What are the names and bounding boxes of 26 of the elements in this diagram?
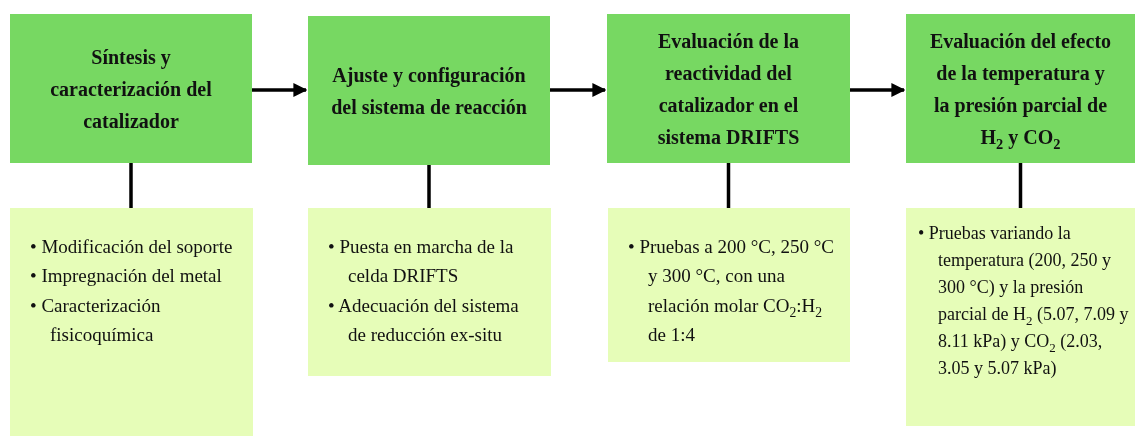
process-box xyxy=(308,16,550,165)
bullet-list-box xyxy=(10,208,253,436)
bullet-list-box xyxy=(906,208,1135,426)
bullet-item: • Caracterización fisicoquímica xyxy=(30,293,162,348)
bullet-list-box xyxy=(308,208,551,376)
arrow xyxy=(550,83,607,97)
bullet-item: • Pruebas a 200 °C, 250 °C y 300 °C, con una relación molar CO$_{2}$:H$_{2}$ de 1:4 xyxy=(628,235,836,348)
arrow xyxy=(252,83,308,97)
box-title: Evaluación del efecto de la temperatura y la presión parcial de H$_{2}$ y CO$_{2}$ xyxy=(928,28,1113,153)
connector-line xyxy=(1018,163,1023,208)
bullet-item: • Modificación del soporte xyxy=(30,235,234,259)
bullet-item: • Adecuación del sistema de reducción ex-situ xyxy=(328,293,520,348)
connector-line xyxy=(726,163,731,208)
bullet-list-box xyxy=(608,208,850,362)
bullet-item: • Impregnación del metal xyxy=(30,264,223,289)
bullet-item: • Pruebas variando la temperatura (200, 250 y 300 °C) y la presión parcial de H$_{2}$ (5.07, 7.09 y 8.11 kPa) y CO$_{2}$ (2.03, 3.05 y 5.07 kPa) xyxy=(918,222,1129,380)
box-title: Síntesis y caracterización del catalizador xyxy=(49,44,213,134)
process-box xyxy=(906,14,1135,163)
connector-line xyxy=(129,163,133,208)
bullet-item: • Puesta en marcha de la celda DRIFTS xyxy=(328,235,515,289)
connector-line xyxy=(427,165,431,208)
box-title: Ajuste y configuración del sistema de reacción xyxy=(330,62,528,120)
box-title: Evaluación de la reactividad del catalizador en el sistema DRIFTS xyxy=(656,28,801,150)
process-box xyxy=(607,14,850,163)
process-box xyxy=(10,14,252,163)
arrow xyxy=(850,83,906,97)
